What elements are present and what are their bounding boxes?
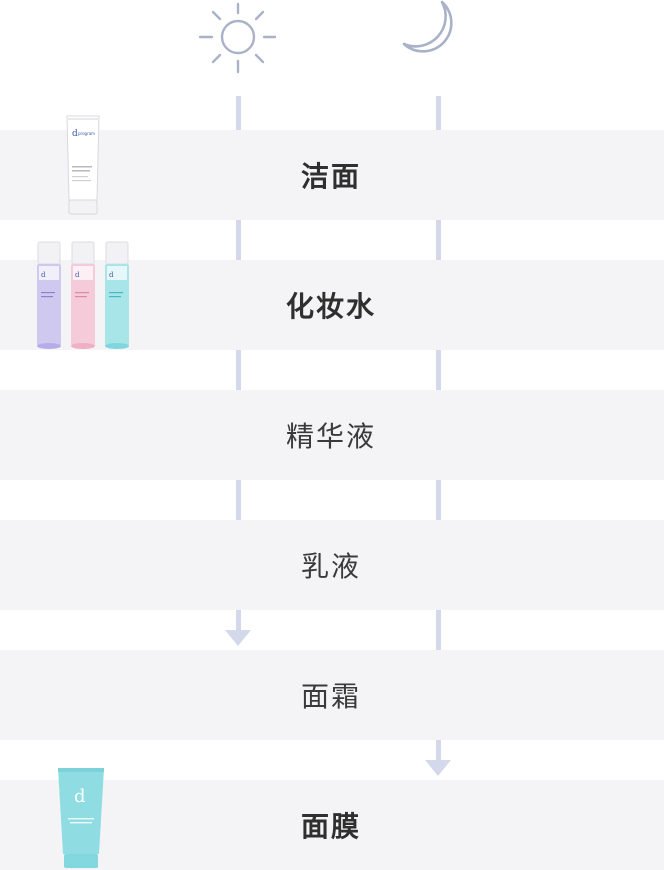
night-line-segment (436, 350, 441, 390)
step-row-mask: 面膜 (0, 780, 664, 870)
step-label: 乳液 (300, 550, 361, 583)
moon-icon (402, 0, 453, 53)
svg-text:d: d (109, 271, 114, 279)
day-line-segment (236, 96, 241, 130)
night-line-segment (436, 480, 441, 520)
sun-icon (198, 2, 277, 74)
step-row-cleanse: 洁面 (0, 130, 664, 220)
mask-tube-image: d (58, 768, 104, 868)
step-row-emulsion: 乳液 (0, 520, 664, 610)
day-line-segment (236, 610, 241, 630)
svg-text:d: d (74, 786, 86, 807)
lotion-bottles-image: d d d (37, 241, 129, 349)
step-label: 精华液 (285, 420, 376, 453)
step-label: 面膜 (300, 810, 361, 843)
night-line-segment (436, 96, 441, 130)
step-row-cream: 面霜 (0, 650, 664, 740)
svg-text:d: d (75, 271, 80, 279)
step-label: 面霜 (300, 680, 361, 713)
cleanser-tube-image: d program (66, 115, 100, 215)
night-arrow-head (425, 760, 451, 776)
step-row-serum: 精华液 (0, 390, 664, 480)
tube-brand: program (78, 131, 95, 136)
day-line-segment (236, 350, 241, 390)
night-line-segment (436, 610, 441, 650)
svg-text:d: d (72, 129, 78, 139)
svg-text:d: d (41, 271, 46, 279)
day-arrow-head (225, 630, 251, 646)
night-line-segment (436, 740, 441, 760)
step-label: 化妆水 (285, 290, 376, 323)
night-line-segment (436, 220, 441, 260)
day-line-segment (236, 480, 241, 520)
step-label: 洁面 (300, 160, 361, 193)
day-line-segment (236, 220, 241, 260)
